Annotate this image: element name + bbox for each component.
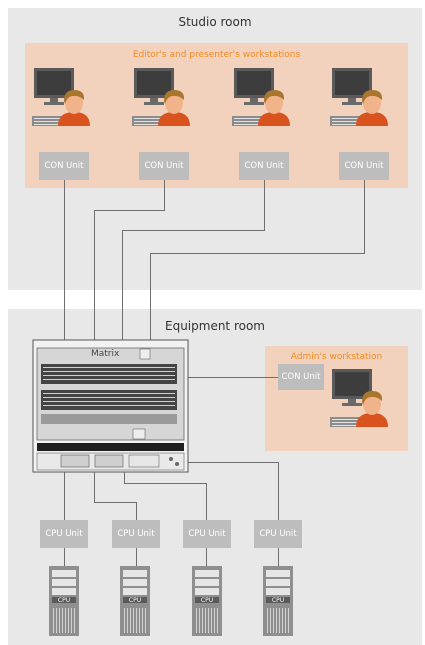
cpu-unit: CPU Unit [183,520,231,548]
server-tower: CPU [192,566,222,636]
connection-line [206,483,207,520]
matrix-switch: Matrix [32,339,189,473]
connection-line [206,548,207,566]
connection-line [94,210,95,340]
con-unit: CON Unit [239,152,289,180]
con-unit: CON Unit [339,152,389,180]
admin-workstation-icon [330,369,388,427]
workstation-icon [132,68,190,126]
studio-room-title: Studio room [178,15,252,29]
cpu-unit: CPU Unit [254,520,302,548]
connection-line [124,472,125,483]
server-tower: CPU [49,566,79,636]
connection-line [64,548,65,566]
connection-line [124,483,207,484]
connection-line [150,253,151,340]
connection-line [278,462,279,520]
cpu-unit: CPU Unit [40,520,88,548]
connection-line [164,180,165,210]
matrix-label: Matrix [91,349,120,359]
cpu-unit: CPU Unit [112,520,160,548]
connection-line [94,502,137,503]
connection-line [264,180,265,230]
equipment-room-title: Equipment room [165,319,265,333]
con-unit: CON Unit [139,152,189,180]
connection-line [122,230,123,340]
connection-line [64,472,65,520]
con-unit: CON Unit [39,152,89,180]
server-label: CPU [271,597,285,604]
connection-line [94,210,165,211]
admin-con-unit: CON Unit [278,364,324,390]
workstation-icon [32,68,90,126]
server-label: CPU [57,597,71,604]
workstation-icon [232,68,290,126]
connection-line [136,502,137,520]
connection-line [188,377,278,378]
connection-line [364,180,365,253]
workstation-icon [330,68,388,126]
server-label: CPU [200,597,214,604]
connection-line [150,253,365,254]
connection-line [94,472,95,502]
server-label: CPU [128,597,142,604]
connection-line [278,548,279,566]
connection-line [64,180,65,340]
connection-line [136,548,137,566]
admin-workstation-label: Admin's workstation [290,352,383,362]
server-tower: CPU [120,566,150,636]
studio-workstations-label: Editor's and presenter's workstations [132,50,301,60]
server-tower: CPU [263,566,293,636]
connection-line [186,462,278,463]
matrix-chassis-icon [32,339,189,473]
connection-line [122,230,265,231]
